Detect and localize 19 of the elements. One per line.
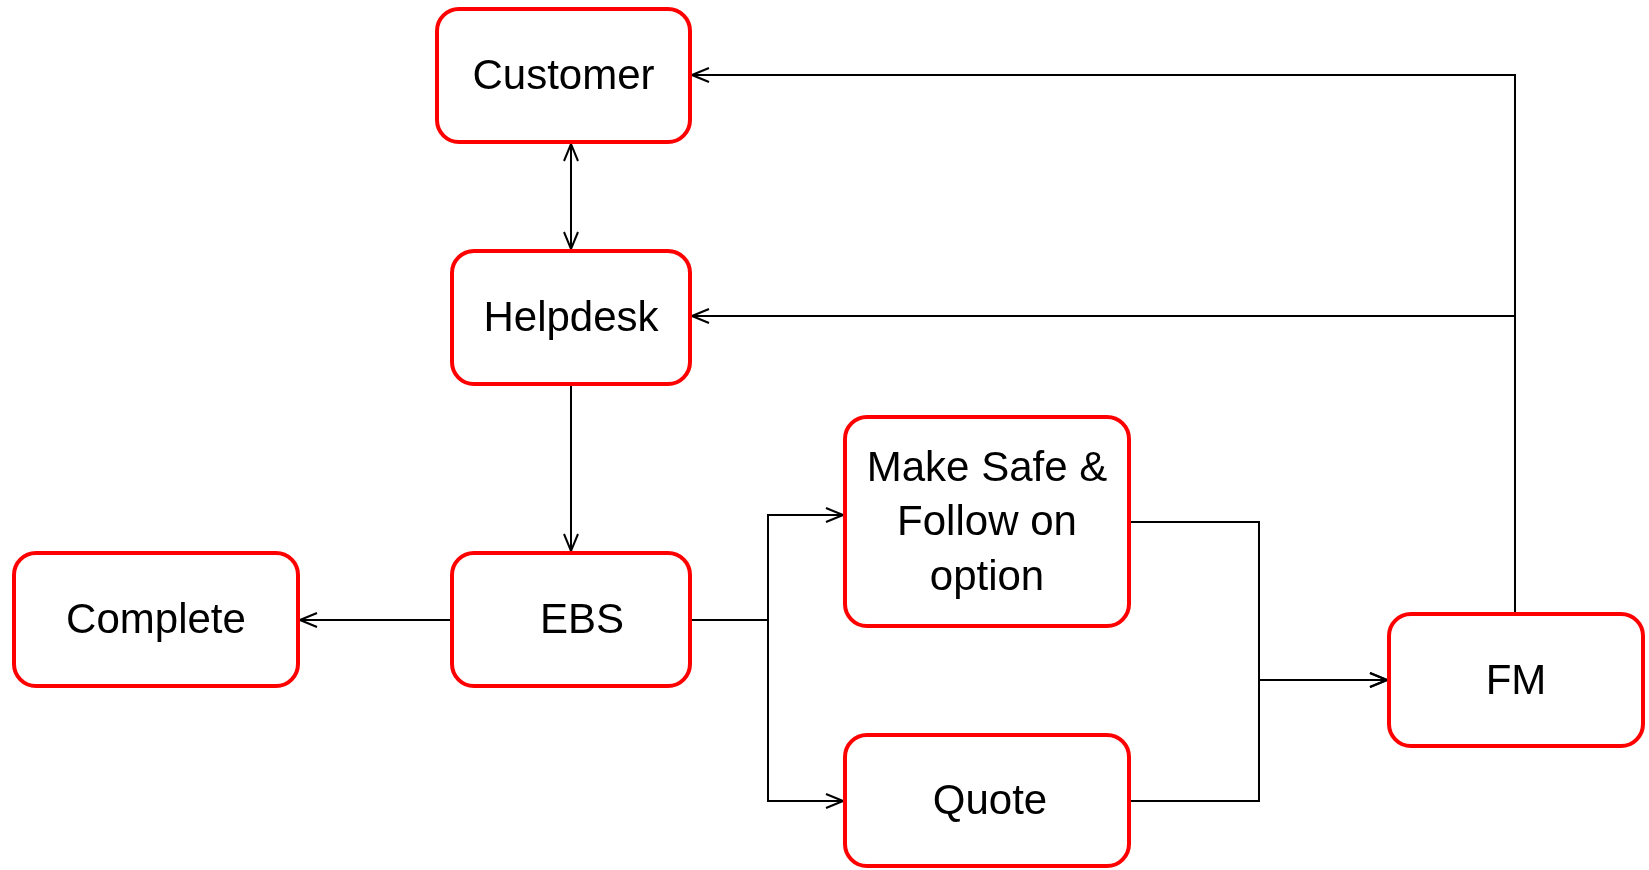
process-box	[450, 551, 692, 688]
arrow	[691, 619, 844, 809]
node-label: Complete	[66, 594, 246, 645]
process-box	[450, 249, 692, 386]
arrow	[299, 612, 451, 628]
arrow	[563, 385, 579, 552]
node-label: FM	[1485, 654, 1547, 705]
process-box	[12, 551, 300, 688]
arrow	[1130, 672, 1388, 802]
node-label: Quote	[932, 775, 1048, 826]
node-label: Helpdesk	[483, 292, 659, 343]
node-label: EBS	[539, 594, 624, 645]
process-box	[843, 733, 1131, 868]
process-box	[1387, 612, 1645, 748]
node-label: Make Safe & Follow on option	[865, 441, 1109, 601]
process-box	[843, 415, 1131, 628]
arrow	[563, 143, 579, 250]
node-label: Customer	[472, 50, 655, 101]
process-box	[435, 7, 692, 144]
